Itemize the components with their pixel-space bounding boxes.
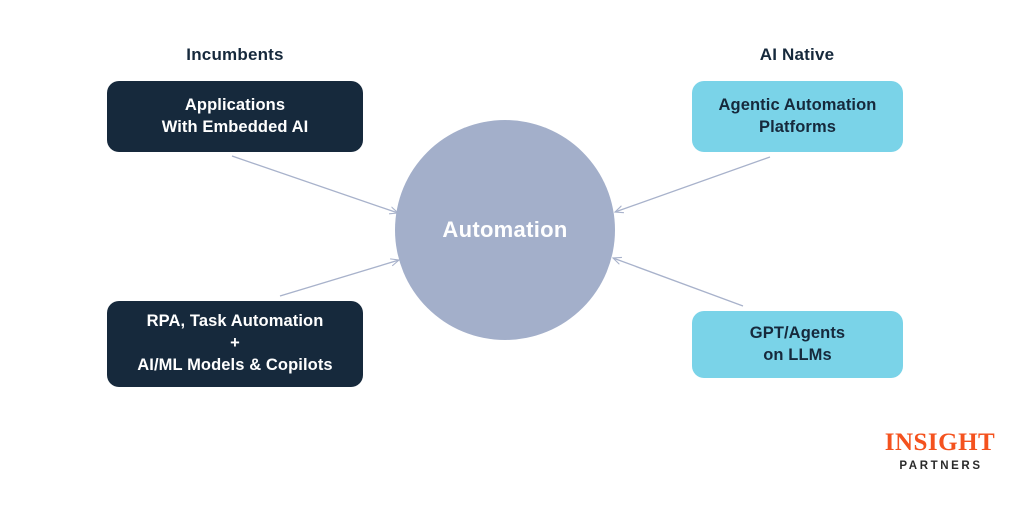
automation-hub-circle[interactable]: Automation	[395, 120, 615, 340]
node-label: Applications With Embedded AI	[161, 95, 309, 136]
connector-embedded-ai-to-hub	[231, 155, 398, 213]
connector-rpa-to-hub	[279, 260, 399, 297]
node-label: RPA, Task Automation + AI/ML Models & Co…	[137, 312, 333, 374]
connector-gpt-agents-to-hub	[613, 258, 744, 307]
column-header-incumbents: Incumbents	[186, 45, 284, 64]
node-label: Agentic Automation Platforms	[718, 95, 877, 136]
logo-wordmark-insight: INSIGHT	[884, 429, 996, 456]
node-rpa-task-automation[interactable]: RPA, Task Automation + AI/ML Models & Co…	[107, 301, 363, 387]
insight-partners-logo: INSIGHT PARTNERS	[884, 430, 996, 473]
column-header-ai-native: AI Native	[759, 45, 835, 64]
automation-hub-label: Automation	[442, 217, 568, 242]
node-agentic-automation-platforms[interactable]: Agentic Automation Platforms	[692, 81, 903, 152]
node-label: GPT/Agents on LLMs	[749, 323, 846, 364]
node-applications-with-embedded-ai[interactable]: Applications With Embedded AI	[107, 81, 363, 152]
connector-agentic-to-hub	[615, 156, 771, 212]
node-gpt-agents-on-llms[interactable]: GPT/Agents on LLMs	[692, 311, 903, 378]
logo-wordmark-partners: PARTNERS	[899, 460, 983, 472]
